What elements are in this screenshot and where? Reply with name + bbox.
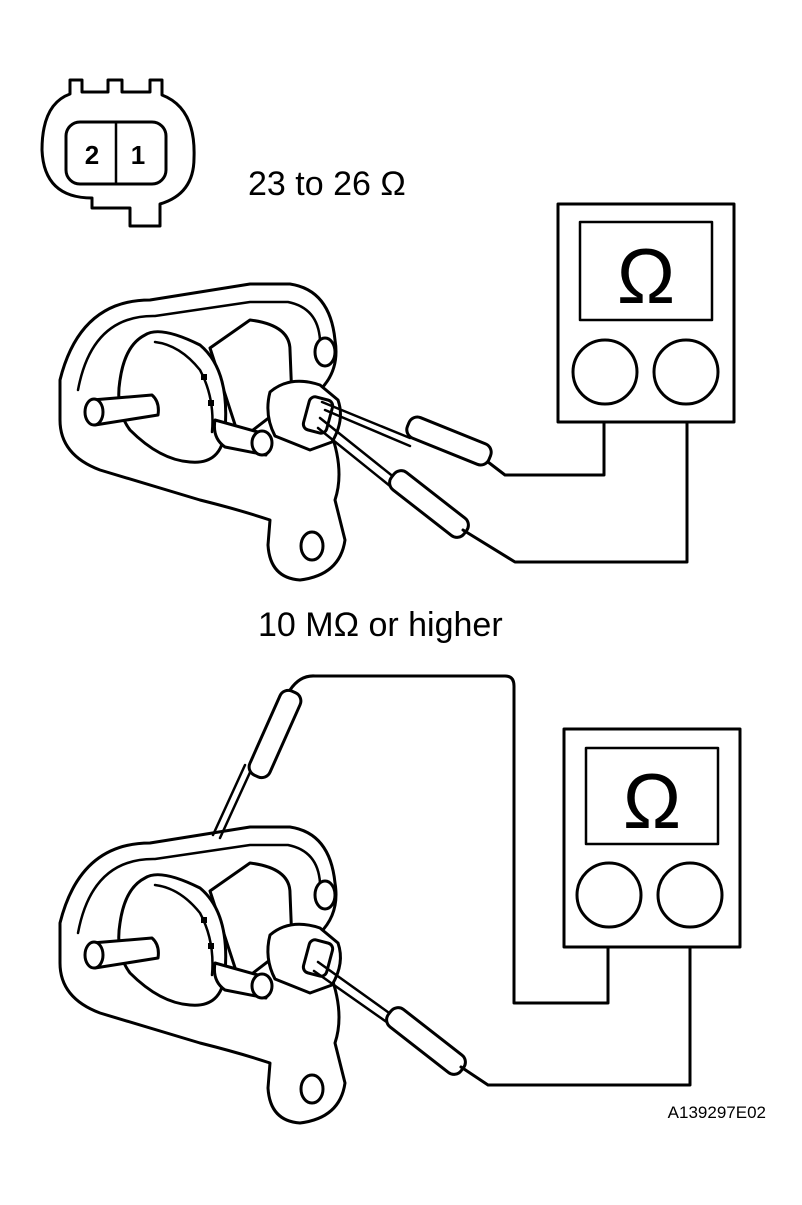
ohm-symbol-icon: Ω xyxy=(617,232,675,320)
test-2-resistance-value: 10 MΩ or higher xyxy=(258,606,503,644)
test-1-setup: Ω xyxy=(58,202,736,582)
connector-face-view: 2 1 xyxy=(40,78,196,228)
figure-id: A139297E02 xyxy=(668,1103,766,1122)
ohmmeter-2: Ω xyxy=(562,727,742,949)
test-leads-1 xyxy=(316,400,689,564)
meter-terminal-right xyxy=(656,861,724,929)
vsv-sensor-1 xyxy=(58,282,347,582)
meter-terminal-right xyxy=(652,338,720,406)
test-2-setup: Ω xyxy=(58,674,742,1125)
test-leads-2 xyxy=(211,674,692,1087)
meter-terminal-left xyxy=(571,338,639,406)
ohm-symbol-icon: Ω xyxy=(623,757,681,845)
vsv-sensor-2 xyxy=(58,825,347,1125)
test-1-resistance-value: 23 to 26 Ω xyxy=(248,165,406,203)
connector-pin-2: 2 xyxy=(85,140,99,170)
connector-pin-1: 1 xyxy=(131,140,145,170)
ohmmeter-1: Ω xyxy=(556,202,736,424)
meter-terminal-left xyxy=(575,861,643,929)
